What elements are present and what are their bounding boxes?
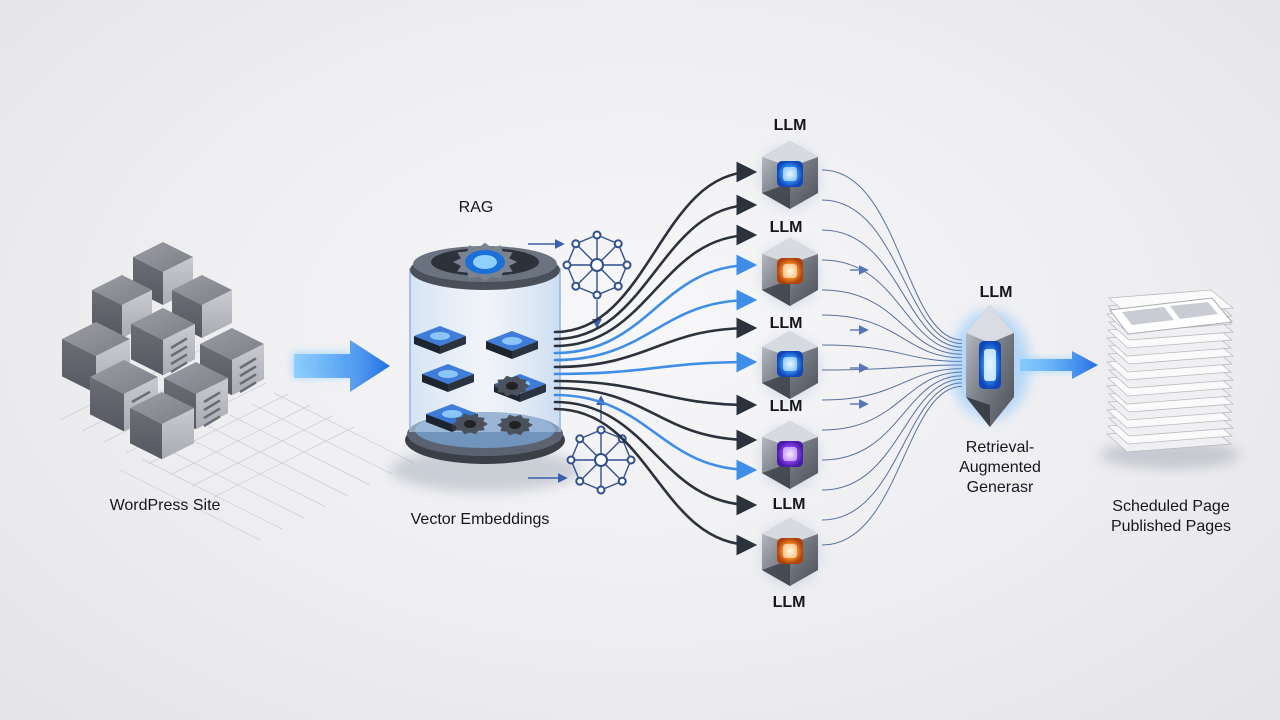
network-graph-icon-bottom <box>566 425 636 495</box>
fan-connector <box>553 393 758 481</box>
fan-connector <box>553 400 758 516</box>
llm-label-4: LLM <box>769 398 803 415</box>
converge-connector <box>821 259 963 352</box>
fan-connector <box>553 317 758 369</box>
document-stack-icon <box>1100 289 1240 469</box>
output-label-line2: Published Pages <box>1110 518 1232 535</box>
converging-connectors <box>821 169 963 546</box>
converge-connector <box>821 375 963 461</box>
converge-connector <box>821 371 963 431</box>
converge-connector <box>821 382 963 521</box>
converge-connector <box>821 314 963 359</box>
vector-embeddings-label: Vector Embeddings <box>410 511 550 528</box>
llm-label-5: LLM <box>772 496 806 513</box>
network-graph-icon-top <box>562 230 632 300</box>
llm-label-2: LLM <box>769 219 803 236</box>
vector-database-cylinder-icon <box>390 242 580 492</box>
output-arrow-icon <box>1020 351 1098 379</box>
document-top-sheet <box>1109 297 1233 335</box>
rag-generator-label-line1: Retrieval- <box>965 439 1035 456</box>
converge-connector <box>821 385 963 546</box>
fan-connector <box>553 194 758 341</box>
fan-connector <box>553 161 758 334</box>
output-label-line1: Scheduled Page <box>1112 498 1230 515</box>
fan-connector <box>553 379 758 416</box>
llm-gem-icon <box>760 518 820 586</box>
llm-gem-icon <box>760 331 820 399</box>
generator-llm-gem-icon <box>950 305 1030 427</box>
llm-label-1: LLM <box>773 117 807 134</box>
converge-connector <box>821 289 963 355</box>
converge-connector <box>821 364 963 371</box>
fan-connector <box>553 351 758 376</box>
fan-connector <box>553 254 758 355</box>
converge-connector <box>821 378 963 491</box>
converge-connector <box>821 344 963 362</box>
converge-connector <box>821 199 963 345</box>
fan-out-connectors <box>553 161 758 556</box>
rag-generator-label-line2: Augmented <box>959 459 1041 476</box>
rag-label: RAG <box>458 199 494 216</box>
rag-generator-label-line3: Generasr <box>966 479 1034 496</box>
converge-connector <box>821 229 963 348</box>
llm-gem-icon <box>760 141 820 209</box>
wordpress-site-label: WordPress Site <box>109 497 221 514</box>
llm-label-generator: LLM <box>979 284 1013 301</box>
flow-arrow-icon <box>292 340 390 392</box>
server-blocks-icon <box>59 242 415 541</box>
server-cube <box>131 308 195 376</box>
llm-gem-column <box>760 141 820 586</box>
llm-label-6: LLM <box>772 594 806 611</box>
llm-gem-icon <box>760 238 820 306</box>
converge-connector <box>821 169 963 341</box>
fan-connector <box>553 289 758 362</box>
llm-label-3: LLM <box>769 315 803 332</box>
fan-connector <box>553 407 758 556</box>
server-cube <box>130 392 194 460</box>
converge-connector <box>821 368 963 401</box>
llm-gem-icon <box>760 421 820 489</box>
fan-connector <box>553 386 758 451</box>
fan-connector <box>553 224 758 348</box>
